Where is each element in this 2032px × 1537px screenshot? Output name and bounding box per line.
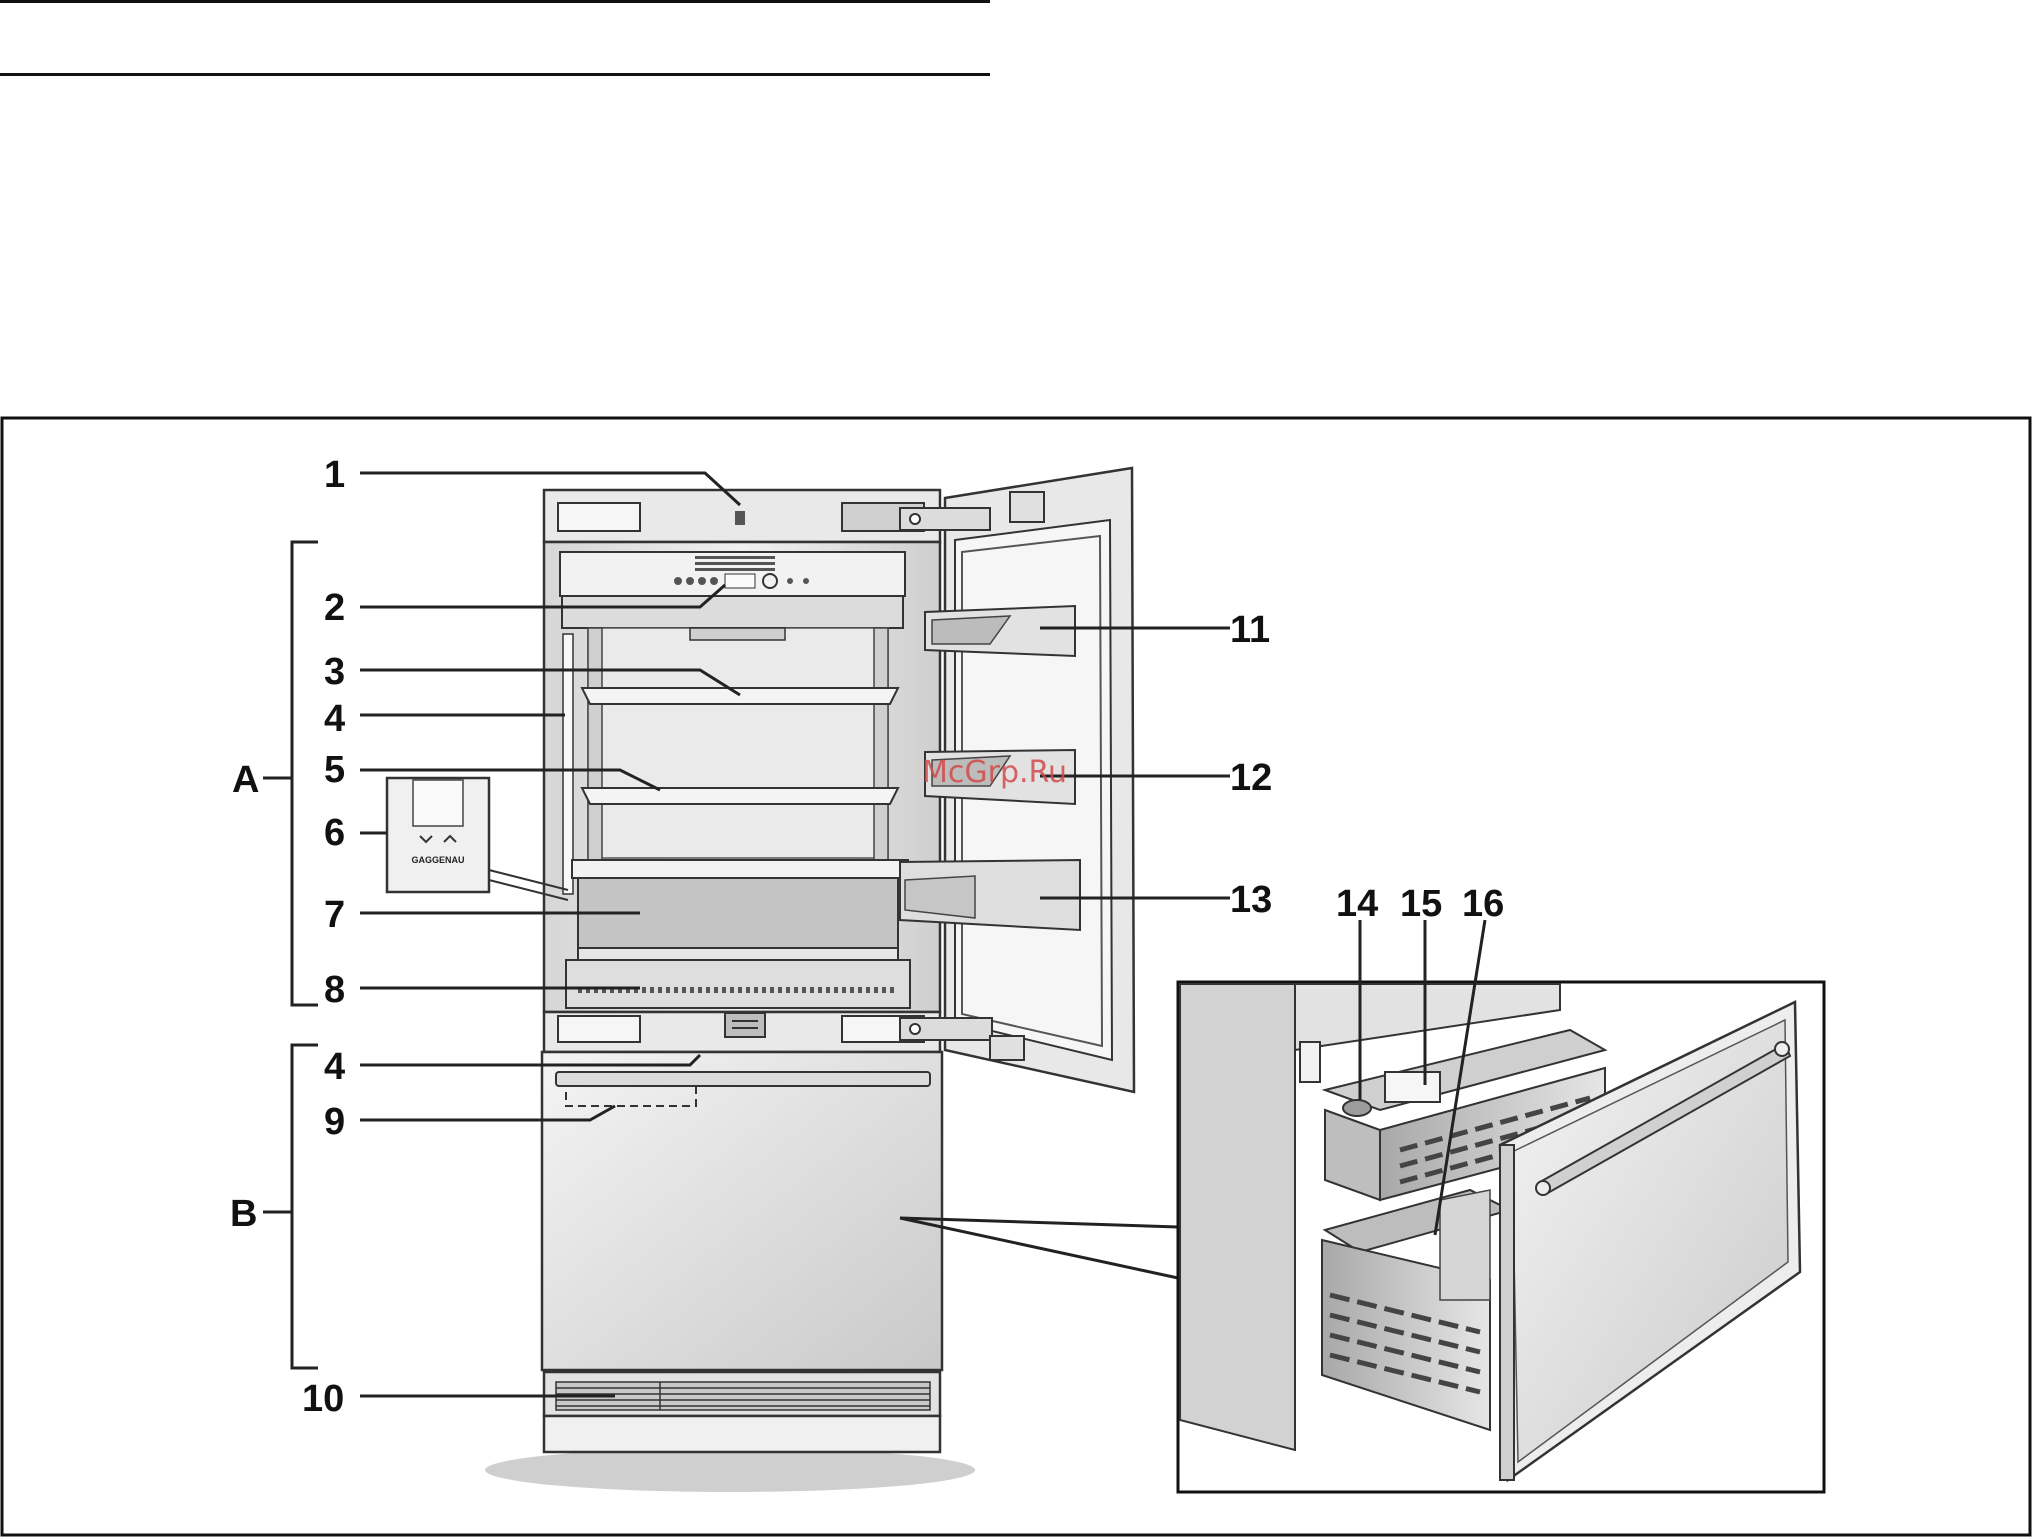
panel-brand-text: GAGGENAU [411,855,464,865]
glass-shelf-lower [582,788,898,804]
freezer-door [542,1052,942,1370]
label-14: 14 [1336,883,1378,925]
label-7: 7 [324,894,345,936]
label-3: 3 [324,651,345,693]
label-8: 8 [324,969,345,1011]
light-sensor [735,511,745,525]
label-13: 13 [1230,879,1272,921]
zone-label-b: B [230,1193,257,1235]
label-6: 6 [324,812,345,854]
glass-shelf-upper [582,688,898,704]
label-2: 2 [324,587,345,629]
label-1: 1 [324,454,345,496]
ice-tray [1385,1072,1440,1102]
label-4b: 4 [324,1046,345,1088]
zone-label-a: A [232,759,259,801]
label-5: 5 [324,749,345,791]
chiller-drawer [566,960,910,1008]
label-4a: 4 [324,698,345,740]
freezer-light [725,1013,765,1037]
ice-scoop [1343,1100,1371,1116]
label-16: 16 [1462,883,1504,925]
label-9: 9 [324,1101,345,1143]
freezer-handle [556,1072,930,1086]
watermark: McGrp.Ru [922,755,1067,790]
label-12: 12 [1230,757,1272,799]
led-light-strip [563,634,573,894]
label-15: 15 [1400,883,1442,925]
label-10: 10 [302,1378,344,1420]
label-11: 11 [1230,609,1270,651]
floor-shadow [485,1448,975,1492]
refrigerator-body [542,490,942,1452]
